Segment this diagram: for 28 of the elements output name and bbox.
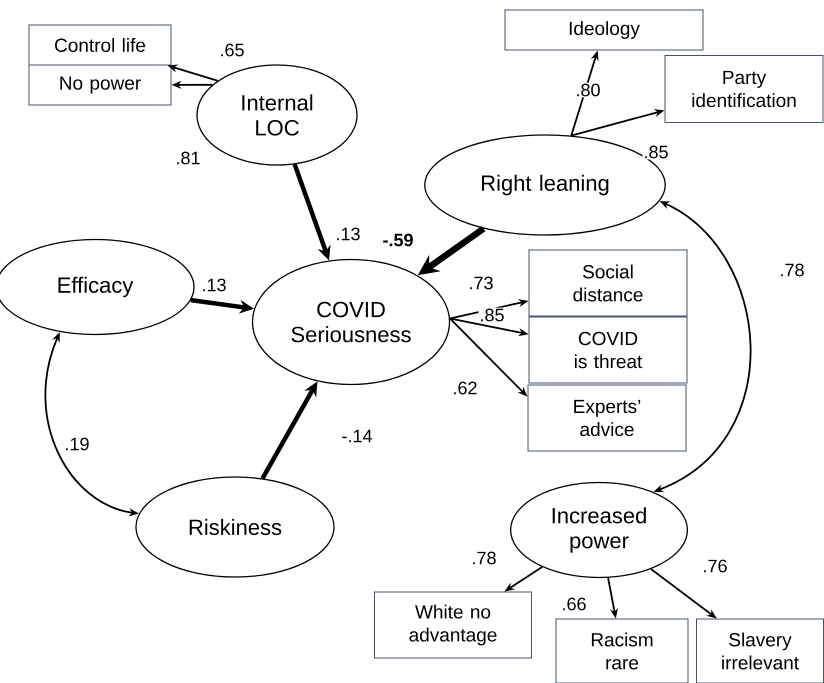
indicator-box: Racism rare (556, 618, 688, 683)
edge-label: .19 (64, 436, 91, 452)
edge-label: -.59 (382, 232, 415, 248)
edge-label: .73 (468, 276, 495, 290)
edge-label: .65 (218, 42, 246, 58)
indicator-box: Experts’ advice (528, 384, 686, 452)
indicator-box: Social distance (528, 250, 688, 316)
ellipse-node: COVID Seriousness (252, 258, 450, 386)
edge-label: .80 (574, 82, 602, 98)
edge-label: -.14 (340, 428, 374, 444)
indicator-box: White no advantage (374, 592, 532, 658)
edge-label: .62 (452, 380, 479, 396)
indicator-box: Party identification (664, 55, 824, 123)
edge-label: .66 (560, 596, 588, 612)
edge-label: .78 (470, 550, 498, 566)
edge-label: .78 (778, 262, 806, 278)
edge-label: .85 (642, 144, 670, 160)
edge-label: .85 (478, 308, 506, 322)
edge-label: .76 (702, 558, 729, 574)
ellipse-node: Increased power (510, 482, 688, 578)
indicator-box: COVID is threat (528, 316, 688, 384)
indicator-box: Control life (28, 24, 172, 66)
indicator-box: No power (28, 64, 172, 106)
indicator-box: Slavery irrelevant (696, 618, 824, 683)
indicator-box: Ideology (504, 10, 704, 50)
edge-label: .13 (200, 278, 228, 292)
ellipse-node: Riskiness (135, 476, 335, 578)
edge-label: .13 (334, 226, 362, 242)
